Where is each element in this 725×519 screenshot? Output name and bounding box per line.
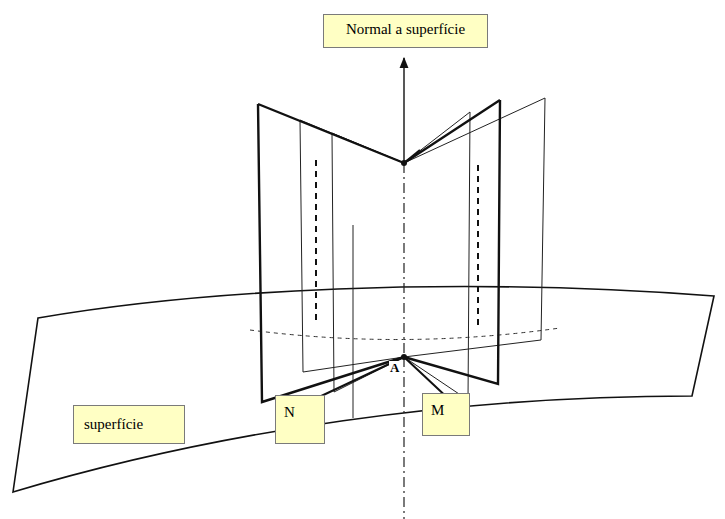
plane-thick [258, 104, 404, 402]
plane-edge [353, 225, 354, 418]
label-box: M [422, 393, 470, 436]
surface [13, 287, 714, 492]
label-box: N [275, 395, 325, 444]
hidden-edge [477, 165, 479, 328]
plane [404, 112, 470, 400]
hidden-curve [250, 328, 560, 340]
box-text: superfície [84, 416, 143, 433]
box-text: Normal a superfície [346, 21, 465, 38]
box-text: N [284, 404, 295, 421]
plane-thick [404, 100, 500, 384]
label-box: superfície [73, 405, 185, 444]
point-a [401, 354, 407, 360]
convergence-mark [404, 150, 420, 163]
top-point [401, 160, 407, 166]
hidden-edge [315, 160, 317, 325]
normal-axis-middle [403, 163, 404, 357]
normal-axis-lower [403, 357, 404, 519]
plane [404, 98, 545, 357]
point-label: A [389, 361, 400, 375]
box-text: M [431, 402, 444, 419]
normal-axis-arrow [403, 58, 404, 163]
label-box: Normal a superfície [323, 14, 488, 48]
plane [332, 133, 404, 392]
